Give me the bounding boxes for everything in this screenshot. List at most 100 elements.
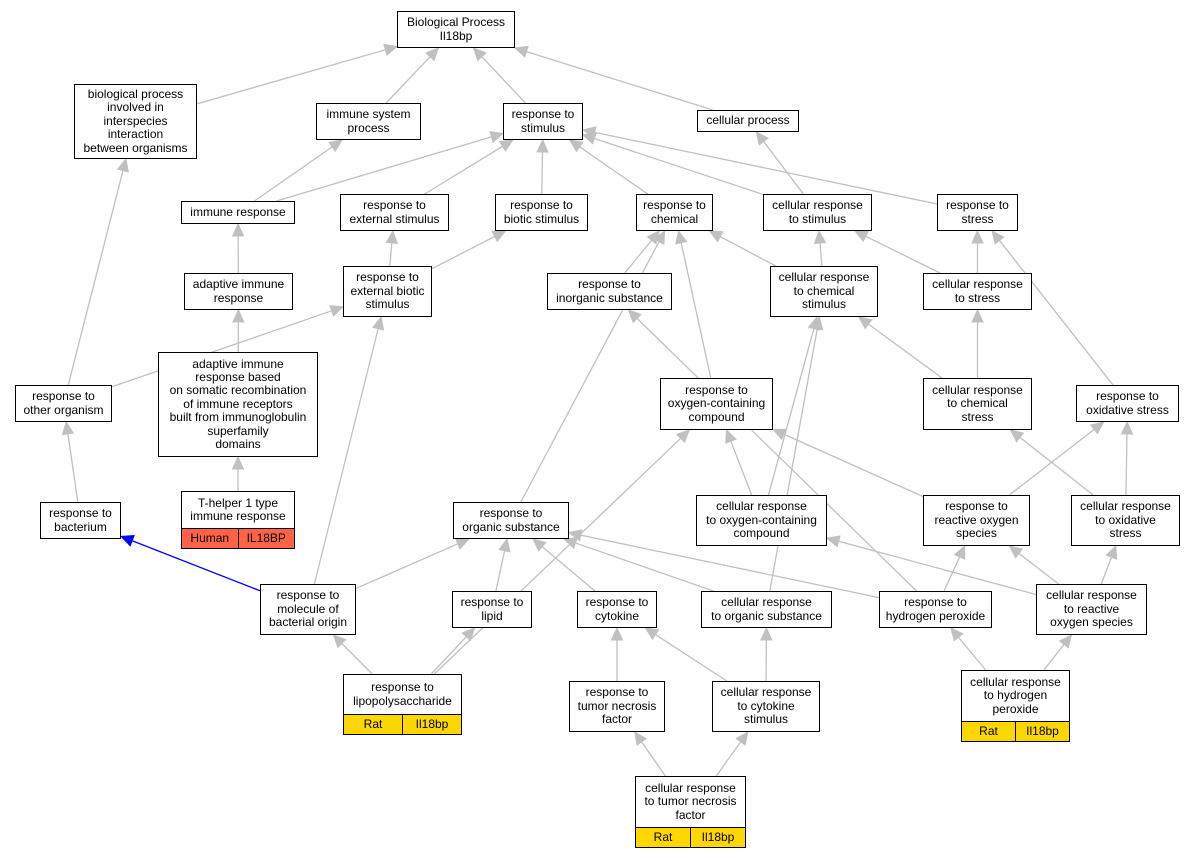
arrowhead-cellchem-to-chem <box>708 230 724 243</box>
go-term-node-cellchemstress[interactable]: cellular response to chemical stress <box>923 378 1032 430</box>
go-term-node-biostim[interactable]: response to biotic stimulus <box>495 194 588 231</box>
go-term-node-adaptsom[interactable]: adaptive immune response based on somati… <box>158 352 318 457</box>
go-term-node-oxcomp[interactable]: response to oxygen-containing compound <box>660 378 773 430</box>
go-term-node-extbiotic[interactable]: response to external biotic stimulus <box>343 266 432 317</box>
arrowhead-molbact-to-extbiotic <box>372 315 385 331</box>
arrowhead-oxstress-to-stress <box>991 230 1005 245</box>
arrowhead-cellchem-to-cellstim <box>813 229 827 244</box>
arrowhead-adaptive-to-immresp <box>231 222 245 237</box>
go-term-node-cellorgsub[interactable]: cellular response to organic substance <box>701 591 832 628</box>
go-term-node-cellproc[interactable]: cellular process <box>697 110 799 132</box>
arrowhead-adaptsom-to-adaptive <box>232 308 245 323</box>
edge-cytokine-to-orgsub <box>541 546 596 592</box>
edge-molbact-to-orgsub <box>355 543 459 590</box>
edge-respstim-to-bp <box>481 56 526 104</box>
go-term-node-cellros[interactable]: cellular response to reactive oxygen spe… <box>1036 584 1147 635</box>
go-term-node-cellstress[interactable]: cellular response to stress <box>923 273 1032 310</box>
go-term-node-molbact[interactable]: response to molecule of bacterial origin <box>260 584 356 635</box>
go-term-node-extstim[interactable]: response to external stimulus <box>340 194 449 231</box>
edge-extbiotic-to-extstim <box>389 242 393 267</box>
go-term-label: T-helper 1 type immune response <box>190 495 286 523</box>
edge-otherorg-to-interspecies <box>67 170 124 386</box>
go-term-node-cellchem[interactable]: cellular response to chemical stimulus <box>770 266 878 317</box>
arrowhead-otherorg-to-extbiotic <box>329 305 345 317</box>
edge-h2o2-to-ros <box>943 556 961 592</box>
arrowhead-celloxstress-to-oxstress <box>1120 420 1134 435</box>
arrowhead-cellstress-to-cellstim <box>853 230 869 243</box>
edge-bacterium-to-otherorg <box>67 433 79 503</box>
go-term-label: response to lipopolysaccharide <box>353 680 452 708</box>
go-term-node-celloxcomp[interactable]: cellular response to oxygen-containing c… <box>696 495 827 546</box>
arrowhead-h2o2-to-orgsub <box>567 529 583 542</box>
edge-otherorg-to-extbiotic <box>111 310 332 388</box>
arrowhead-lps-to-lipid <box>461 627 476 642</box>
edge-cellros-to-celloxstress <box>1100 556 1113 585</box>
go-term-node-otherorg[interactable]: response to other organism <box>15 385 112 422</box>
arrowhead-cellproc-to-bp <box>513 45 529 58</box>
go-term-node-oxstress[interactable]: response to oxidative stress <box>1076 385 1179 422</box>
annotation-tag-il18bp: Il18bp <box>402 715 461 734</box>
edge-immresp-to-immsys <box>254 146 333 202</box>
go-term-node-celloxstress[interactable]: cellular response to oxidative stress <box>1071 495 1180 546</box>
edge-celloxstress-to-oxstress <box>1125 433 1128 496</box>
edge-chem-to-respstim <box>579 146 649 195</box>
go-term-node-interspecies[interactable]: biological process involved in interspec… <box>74 84 197 159</box>
edge-immresp-to-respstim <box>276 136 492 202</box>
arrowhead-orgsub-to-chem <box>653 229 666 245</box>
edge-molbact-to-extbiotic <box>313 328 379 585</box>
go-term-node-cellstim[interactable]: cellular response to stimulus <box>763 194 872 231</box>
arrowhead-cellchemstress-to-cellstress <box>971 308 984 323</box>
arrowhead-cellros-to-celloxcomp <box>825 535 841 548</box>
go-term-node-tnf[interactable]: response to tumor necrosis factor <box>569 681 665 732</box>
arrowhead-otherorg-to-interspecies <box>116 157 129 173</box>
edge-cellstim-to-respstim <box>594 137 764 196</box>
arrowhead-celloxstress-to-cellchemstress <box>1009 429 1025 443</box>
go-term-node-immresp[interactable]: immune response <box>181 201 295 224</box>
arrowhead-chem-to-respstim <box>568 139 584 153</box>
edge-cellchemstress-to-cellchem <box>868 323 943 379</box>
go-term-node-chem[interactable]: response to chemical <box>636 194 713 231</box>
arrowhead-lps-to-molbact <box>332 634 347 649</box>
arrowhead-bacterium-to-otherorg <box>61 420 75 436</box>
edge-celloxcomp-to-cellchem <box>767 328 815 496</box>
go-term-node-bp[interactable]: Biological Process Il18bp <box>397 11 515 48</box>
go-term-node-orgsub[interactable]: response to organic substance <box>453 502 569 539</box>
go-term-node-respstim[interactable]: response to stimulus <box>503 103 583 140</box>
edge-immsys-to-bp <box>385 56 431 104</box>
go-term-node-cellcyto[interactable]: cellular response to cytokine stimulus <box>712 681 820 732</box>
edge-cellorgsub-to-orgsub <box>575 542 714 592</box>
edge-celloxcomp-to-oxcomp <box>730 440 753 496</box>
annotation-tag-rat: Rat <box>344 715 402 734</box>
go-term-node-inorg[interactable]: response to inorganic substance <box>547 273 672 310</box>
arrowhead-extbiotic-to-extstim <box>385 229 399 245</box>
arrowhead-extbiotic-to-biostim <box>491 230 507 243</box>
edge-interspecies-to-bp <box>196 49 386 105</box>
go-term-node-stress[interactable]: response to stress <box>937 194 1018 231</box>
arrowhead-immresp-to-immsys <box>328 139 343 153</box>
annotation-tag-rat: Rat <box>636 828 690 847</box>
arrowhead-cellh2o2-to-cellros <box>1058 634 1073 649</box>
arrowhead-celltnf-to-cellcyto <box>735 731 749 746</box>
arrowhead-respstim-to-bp <box>472 47 487 62</box>
go-term-node-h2o2[interactable]: response to hydrogen peroxide <box>879 591 992 628</box>
go-term-node-adaptive[interactable]: adaptive immune response <box>184 273 293 310</box>
edge-oxstress-to-stress <box>998 240 1114 386</box>
arrowhead-cytokine-to-orgsub <box>532 538 547 552</box>
go-term-node-cytokine[interactable]: response to cytokine <box>577 591 657 628</box>
edge-cellh2o2-to-h2o2 <box>957 636 987 671</box>
arrowhead-ros-to-oxcomp <box>771 428 787 441</box>
arrowhead-extstim-to-respstim <box>498 139 514 152</box>
edge-cellstim-to-cellproc <box>763 141 804 195</box>
go-term-node-immsys[interactable]: immune system process <box>316 103 421 140</box>
go-term-node-ros[interactable]: response to reactive oxygen species <box>923 495 1030 546</box>
edge-celltnf-to-tnf <box>641 741 666 777</box>
edge-cellh2o2-to-cellros <box>1043 644 1065 671</box>
go-term-node-bacterium[interactable]: response to bacterium <box>40 502 121 539</box>
go-term-node-lipid[interactable]: response to lipid <box>452 591 532 628</box>
go-term-node-celltnf[interactable]: cellular response to tumor necrosis fact… <box>635 776 746 848</box>
